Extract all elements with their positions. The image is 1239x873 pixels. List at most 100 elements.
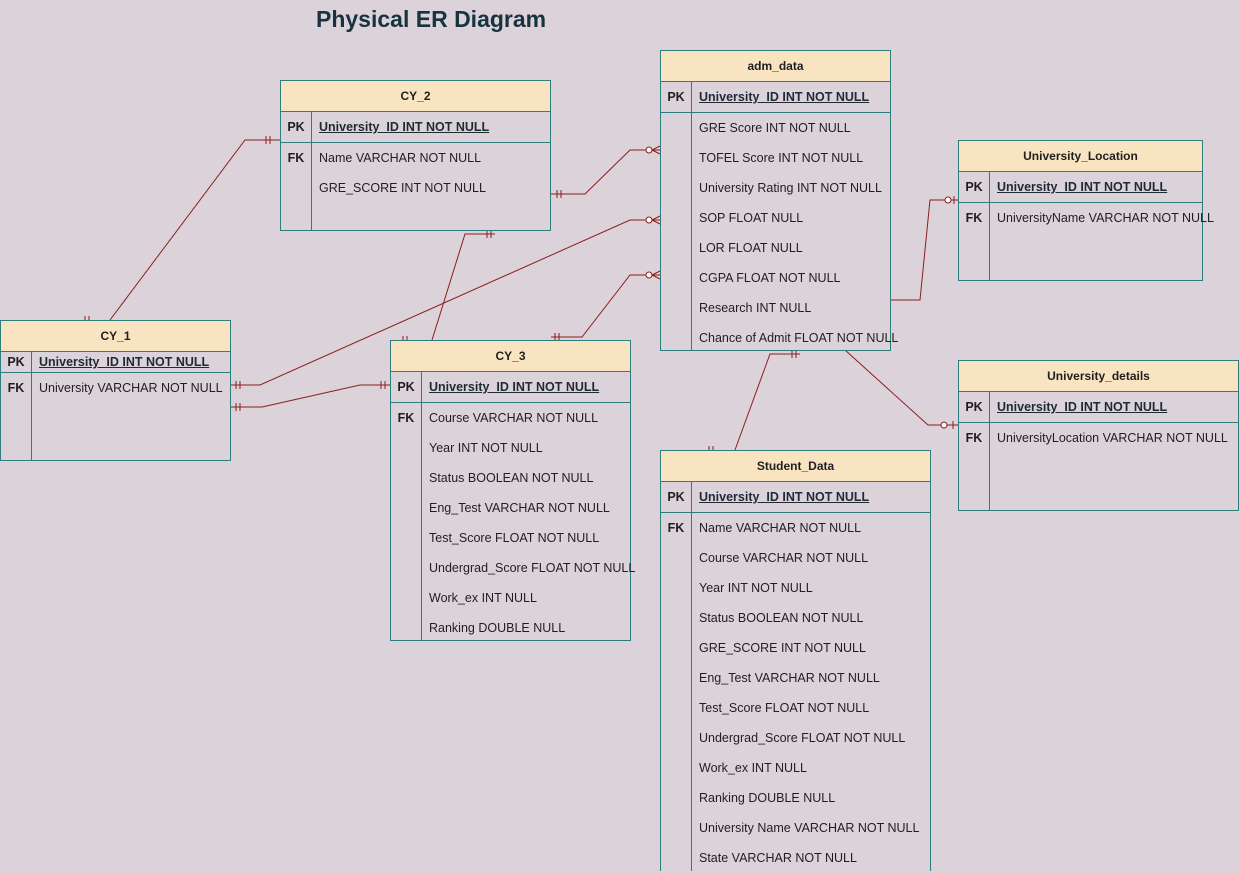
adm-field: Research INT NULL [699,301,812,315]
adm-field: GRE Score INT NOT NULL [699,121,851,135]
student-field: Name VARCHAR NOT NULL [699,521,862,535]
marker-zero-adm-2 [645,216,653,224]
udet-pk-field: University_ID INT NOT NULL [997,400,1168,414]
entity-cy3-header: CY_3 [391,341,630,372]
entity-university-location[interactable]: University_Location PK University_ID INT… [958,140,1214,281]
rel-cy2-adm [551,149,660,195]
marker-many-adm-1 [650,145,661,155]
adm-field-row: TOFEL Score INT NOT NULL [661,143,890,173]
adm-field: TOFEL Score INT NOT NULL [699,151,864,165]
adm-field-row: SOP FLOAT NULL [661,203,890,233]
student-pk-row: PK University_ID INT NOT NULL [661,482,930,513]
cy3-field-row: Undergrad_Score FLOAT NOT NULL [391,553,635,583]
pk-label: PK [965,400,983,414]
cy3-field: Status BOOLEAN NOT NULL [429,471,594,485]
entity-cy1-header: CY_1 [1,321,230,352]
pk-label: PK [287,120,305,134]
marker-one-cy1-right-1 [235,381,241,389]
adm-field: Chance of Admit FLOAT NOT NULL [699,331,899,345]
entity-student-header: Student_Data [661,451,930,482]
fk-label: FK [965,211,983,225]
adm-field-row: University Rating INT NOT NULL [661,173,890,203]
entity-cy3[interactable]: CY_3 PK University_ID INT NOT NULL FK Co… [390,340,635,641]
cy3-field: Year INT NOT NULL [429,441,543,455]
entity-university-details[interactable]: University_details PK University_ID INT … [958,360,1239,511]
cy3-field: Ranking DOUBLE NULL [429,621,566,635]
cy3-pk-field: University_ID INT NOT NULL [429,380,600,394]
adm-field-row: Chance of Admit FLOAT NOT NULL [661,323,898,353]
cy3-pk-row: PK University_ID INT NOT NULL [391,372,630,403]
marker-one-cy1-right-2 [235,403,241,411]
rel-cy1-cy2 [109,139,280,321]
cy3-field: Undergrad_Score FLOAT NOT NULL [429,561,636,575]
cy3-field: Eng_Test VARCHAR NOT NULL [429,501,610,515]
adm-field-row: LOR FLOAT NULL [661,233,890,263]
fk-label: FK [287,151,305,165]
student-field: Year INT NOT NULL [699,581,813,595]
student-field-row: Eng_Test VARCHAR NOT NULL [661,663,930,693]
pk-label: PK [667,490,685,504]
student-field-row: State VARCHAR NOT NULL [661,843,930,873]
uloc-pk-field: University_ID INT NOT NULL [997,180,1168,194]
cy1-pk-row: PK University_ID INT NOT NULL [1,352,230,373]
entity-cy1[interactable]: CY_1 PK University_ID INT NOT NULL FK Un… [0,320,231,461]
student-field-row: Year INT NOT NULL [661,573,930,603]
student-field-row: Course VARCHAR NOT NULL [661,543,930,573]
marker-many-adm-2 [650,215,661,225]
entity-adm-data[interactable]: adm_data PK University_ID INT NOT NULL G… [660,50,898,353]
cy3-field: Test_Score FLOAT NOT NULL [429,531,600,545]
uloc-field-row: FK UniversityName VARCHAR NOT NULL [959,203,1214,233]
fk-label: FK [7,381,25,395]
rel-adm-uloc [891,199,958,301]
uloc-field: UniversityName VARCHAR NOT NULL [997,211,1214,225]
cy3-field: Course VARCHAR NOT NULL [429,411,599,425]
uloc-pk-row: PK University_ID INT NOT NULL [959,172,1202,203]
student-field: University Name VARCHAR NOT NULL [699,821,920,835]
cy3-field-row: Test_Score FLOAT NOT NULL [391,523,630,553]
adm-field: SOP FLOAT NULL [699,211,804,225]
marker-one-cy2-left [265,136,271,144]
udet-field-row: FK UniversityLocation VARCHAR NOT NULL [959,423,1238,453]
student-field: Status BOOLEAN NOT NULL [699,611,864,625]
cy3-field-row: Status BOOLEAN NOT NULL [391,463,630,493]
student-field-row: FK Name VARCHAR NOT NULL [661,513,930,543]
rel-adm-udet [844,349,958,426]
entity-student-data[interactable]: Student_Data PK University_ID INT NOT NU… [660,450,931,871]
cy3-field-row: FK Course VARCHAR NOT NULL [391,403,630,433]
diagram-title: Physical ER Diagram [316,6,547,32]
pk-label: PK [965,180,983,194]
cy2-pk-field: University_ID INT NOT NULL [319,120,490,134]
marker-zero-adm-3 [645,271,653,279]
entity-udet-header: University_details [959,361,1238,392]
student-field: Course VARCHAR NOT NULL [699,551,869,565]
cy3-field-row: Eng_Test VARCHAR NOT NULL [391,493,630,523]
student-field-row: Undergrad_Score FLOAT NOT NULL [661,723,930,753]
cy3-field-row: Work_ex INT NULL [391,583,630,613]
marker-zero-udet [940,421,948,429]
student-field: Undergrad_Score FLOAT NOT NULL [699,731,906,745]
student-field: Test_Score FLOAT NOT NULL [699,701,870,715]
marker-many-adm-3 [650,270,661,280]
student-field: GRE_SCORE INT NOT NULL [699,641,866,655]
cy2-field: GRE_SCORE INT NOT NULL [319,181,486,195]
udet-field: UniversityLocation VARCHAR NOT NULL [997,431,1228,445]
pk-label: PK [667,90,685,104]
cy2-pk-row: PK University_ID INT NOT NULL [281,112,550,143]
adm-field: LOR FLOAT NULL [699,241,803,255]
adm-pk-field: University_ID INT NOT NULL [699,90,870,104]
student-field-row: Ranking DOUBLE NULL [661,783,930,813]
adm-field: CGPA FLOAT NOT NULL [699,271,841,285]
entity-cy2-header: CY_2 [281,81,550,112]
cy2-field-row: GRE_SCORE INT NOT NULL [281,173,550,203]
marker-zero-uloc [944,196,952,204]
student-field-row: University Name VARCHAR NOT NULL [661,813,930,843]
cy1-field-row: FK University VARCHAR NOT NULL [1,373,230,403]
student-pk-field: University_ID INT NOT NULL [699,490,870,504]
marker-one-cy2-right [556,190,562,198]
cy3-field-row: Year INT NOT NULL [391,433,630,463]
marker-one-cy3-left [380,381,386,389]
udet-pk-row: PK University_ID INT NOT NULL [959,392,1238,423]
pk-label: PK [397,380,415,394]
entity-uloc-header: University_Location [959,141,1202,172]
entity-cy2[interactable]: CY_2 PK University_ID INT NOT NULL FK Na… [280,80,551,231]
